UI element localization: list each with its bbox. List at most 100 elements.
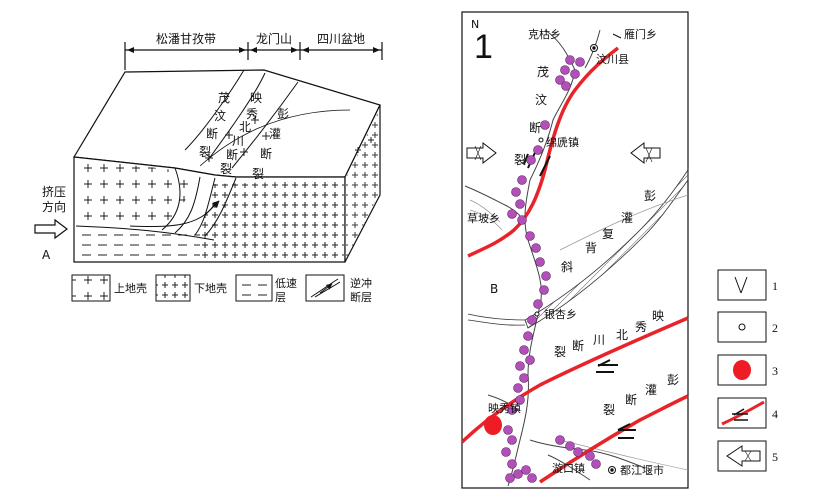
compression-label-1: 挤压 [42, 184, 66, 199]
svg-text:秀: 秀 [246, 107, 258, 121]
epicenter-dot [521, 465, 531, 475]
yingxiu-beichuan-fault-label: 映 秀 北 川 断 裂 [220, 91, 262, 176]
legend-item-2-label: 2 [772, 321, 778, 335]
symbol-legend: 1 2 3 4 5 [717, 269, 778, 472]
place-yingxiu: 映秀镇 [488, 401, 521, 415]
epicenter-dot [555, 435, 565, 445]
compression-arrow-icon [34, 218, 68, 240]
svg-text:汶: 汶 [535, 92, 547, 107]
epicenter-dot [540, 120, 550, 130]
map-pengguan-anticline-label: 彭 灌 复 背 斜 [561, 189, 656, 274]
circle-icon [738, 323, 746, 331]
block-diagram: 松潘甘孜带 龙门山 四川盆地 [34, 31, 383, 304]
epicenter-dot [539, 285, 549, 295]
epicenter-dot [507, 435, 517, 445]
epicenter-dot [561, 81, 571, 91]
side-face-crosses [346, 110, 379, 260]
zone-longmenshan: 龙门山 [256, 31, 292, 46]
svg-text:北: 北 [239, 120, 251, 134]
svg-text:彭: 彭 [644, 189, 656, 203]
epicenter-dot [573, 447, 583, 457]
legend-upper-crust-label: 上地壳 [114, 281, 147, 295]
place-kezhi: 克枯乡 [528, 27, 561, 41]
svg-text:断: 断 [625, 392, 637, 407]
epicenter-dot [505, 473, 515, 483]
legend-low-velocity-label-1: 低速 [275, 277, 297, 290]
epicenter-dot [531, 243, 541, 253]
map-maowen-label: 茂 汶 断 裂 [514, 65, 549, 167]
place-mianchi: 绵虒镇 [546, 135, 579, 149]
maowen-fault-line [467, 46, 620, 258]
pengguan-fault-label: 彭 灌 断 裂 [252, 107, 289, 181]
epicenter-dot [585, 451, 595, 461]
svg-text:裂: 裂 [220, 162, 232, 176]
epicenter-dot [515, 395, 525, 405]
place-caopo: 草坡乡 [467, 212, 500, 225]
map-pengguan-fault-label: 彭 灌 断 裂 [603, 373, 679, 417]
lower-crust-zone [200, 180, 344, 262]
epicenter-dot [570, 69, 580, 79]
epicenter-dot [523, 331, 533, 341]
epicenter-dot [527, 473, 537, 483]
svg-text:裂: 裂 [554, 345, 566, 359]
main-epicenter [484, 415, 502, 435]
epicenter-dot [507, 405, 517, 415]
svg-text:裂: 裂 [514, 153, 526, 167]
epicenter-dot [513, 469, 523, 479]
yingxiu-beichuan-fault-line [460, 316, 689, 444]
zone-dimension [124, 42, 383, 70]
place-xuankou: 漩口镇 [552, 461, 585, 475]
map-compression-arrow-west-icon [630, 141, 661, 165]
legend-thrust-label-1: 逆冲 [350, 276, 372, 290]
place-wenchuan: 汶川县 [596, 52, 629, 66]
svg-text:断: 断 [226, 147, 238, 162]
svg-text:映: 映 [250, 91, 262, 105]
svg-text:灌: 灌 [269, 127, 281, 141]
legend-item-5-label: 5 [772, 450, 778, 464]
epicenter-dot [555, 75, 565, 85]
legend-low-velocity-swatch [235, 274, 273, 302]
epicenter-dot [541, 271, 551, 281]
maowen-fault-label: 茂 汶 断 裂 [199, 91, 230, 159]
zone-songpan-ganzi: 松潘甘孜带 [156, 32, 216, 46]
svg-text:灌: 灌 [621, 211, 633, 225]
legend-item-2-swatch [717, 311, 767, 343]
epicenter-dot [525, 355, 535, 365]
svg-text:秀: 秀 [635, 320, 647, 334]
red-dot-icon [733, 360, 751, 380]
town-markers [534, 44, 616, 474]
section-legend: 上地壳 下地壳 低速 层 逆冲 断层 [71, 274, 372, 304]
arrow-icon [726, 445, 761, 467]
strike-slip-symbols [523, 145, 636, 439]
upper-crust-zone [76, 160, 200, 226]
svg-text:彭: 彭 [277, 107, 289, 121]
epicenter-dot [507, 459, 517, 469]
maowen-fault-trace [184, 69, 245, 151]
svg-text:裂: 裂 [199, 145, 211, 159]
thrust-line-icon [310, 278, 339, 298]
epicenter-dot [527, 315, 537, 325]
epicenter-dot [533, 145, 543, 155]
svg-text:裂: 裂 [603, 403, 615, 417]
epicenter-cluster [501, 55, 601, 483]
epicenter-dot [526, 155, 536, 165]
epicenter-dot [591, 459, 601, 469]
zone-sichuan-basin: 四川盆地 [317, 32, 365, 46]
svg-text:断: 断 [206, 126, 218, 141]
epicenter-dot [517, 215, 527, 225]
anticline-band [524, 168, 689, 329]
label-a: A [42, 248, 51, 262]
svg-text:映: 映 [652, 309, 664, 323]
epicenter-dot [513, 383, 523, 393]
cross-icon [734, 276, 748, 294]
epicenter-dot [519, 345, 529, 355]
legend-thrust-label-2: 断层 [350, 290, 372, 304]
yingxiu-fault-trace [207, 72, 266, 161]
epicenter-dot [525, 231, 535, 241]
legend-item-4-label: 4 [772, 407, 778, 421]
epicenter-dot [560, 65, 570, 75]
north-label: N [471, 18, 479, 31]
legend-lower-crust-swatch [155, 274, 191, 302]
ridge-line [199, 109, 351, 167]
